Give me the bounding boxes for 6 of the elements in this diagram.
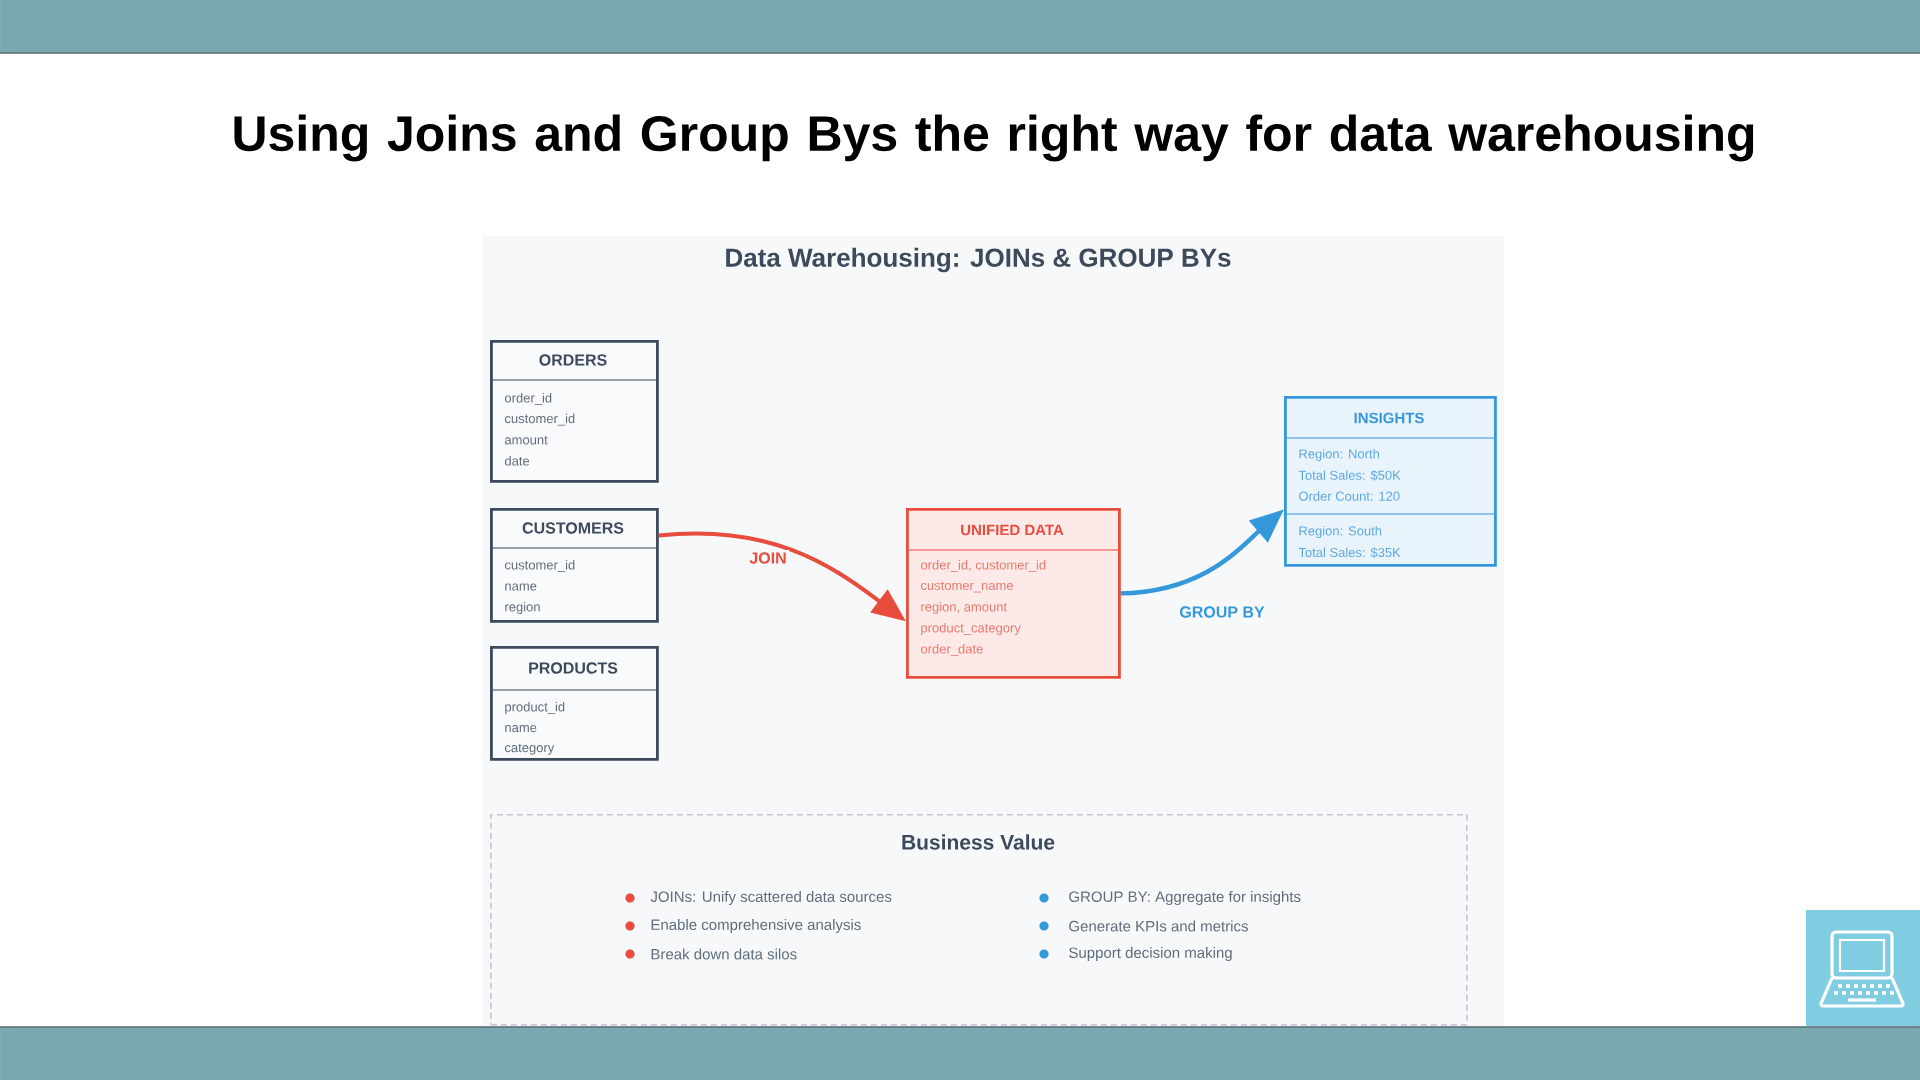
panel-heading: Business Value (902, 834, 1055, 850)
title: Using Joins and Group Bys the right way for data warehousing (234, 114, 1754, 162)
table-header: PRODUCTS (529, 662, 618, 674)
table-header: ORDERS (539, 354, 607, 366)
subtitle: Data Warehousing: JOINs & GROUP BYs (726, 247, 1231, 273)
table-header: CUSTOMERS (522, 522, 624, 534)
